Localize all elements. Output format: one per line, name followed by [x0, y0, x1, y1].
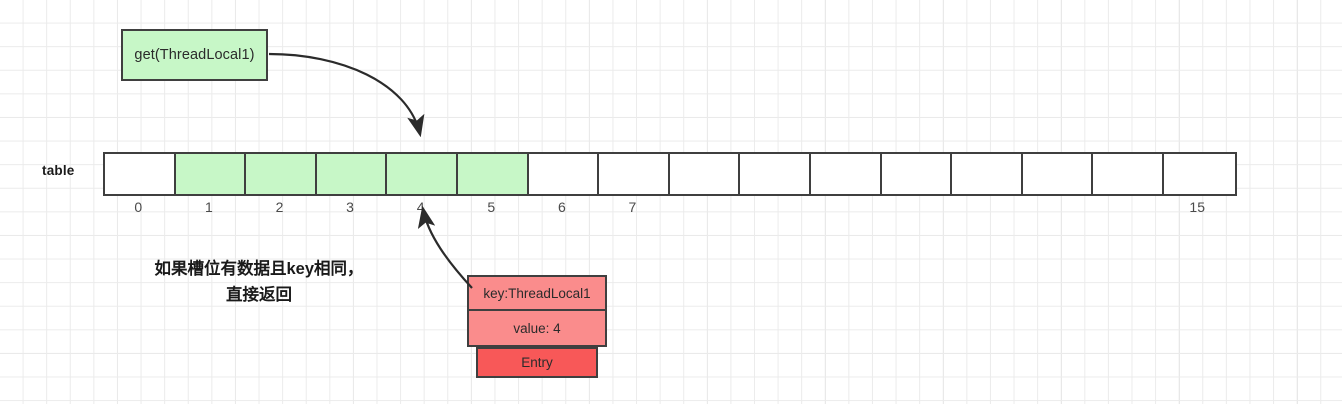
table-cell[interactable]	[457, 154, 529, 194]
entry-stack: key:ThreadLocal1 value: 4 Entry	[467, 275, 607, 378]
table-index-label: 0	[134, 199, 143, 215]
table-cell[interactable]	[316, 154, 388, 194]
table-index-label	[809, 199, 880, 219]
table-index-row: 0 1 2 3 4 5 6 7 15	[103, 199, 1233, 219]
entry-title-label: Entry	[521, 355, 553, 370]
annotation-line-1: 如果槽位有数据且key相同，	[154, 260, 364, 278]
arrow-call-to-slot	[268, 52, 425, 138]
table-index-label	[738, 199, 809, 219]
table-cell[interactable]	[740, 154, 811, 194]
table-cell[interactable]	[175, 154, 247, 194]
table-cell[interactable]	[952, 154, 1023, 194]
table-cell[interactable]	[599, 154, 670, 194]
table-index-label	[950, 199, 1021, 219]
annotation-line-2: 直接返回	[226, 286, 292, 304]
table-index-label: 1	[204, 199, 213, 215]
table-index-label: 15	[1189, 199, 1205, 215]
table-cell[interactable]	[1093, 154, 1164, 194]
table-index-label	[880, 199, 951, 219]
table-index-label	[1021, 199, 1092, 219]
table-strip	[103, 152, 1237, 196]
table-index-label: 7	[628, 199, 637, 215]
entry-value-label: value: 4	[513, 320, 561, 336]
entry-key-label: key:ThreadLocal1	[483, 285, 591, 301]
get-call-label: get(ThreadLocal1)	[134, 47, 255, 63]
table-cell[interactable]	[387, 154, 458, 194]
table-label: table	[42, 163, 75, 178]
table-index-label	[668, 199, 739, 219]
table-index-label: 3	[346, 199, 354, 215]
table-cell[interactable]	[810, 154, 882, 194]
table-index-label	[1091, 199, 1162, 219]
table-index-label: 6	[557, 199, 566, 215]
table-cell[interactable]	[1022, 154, 1094, 194]
annotation-text: 如果槽位有数据且key相同， 直接返回	[114, 256, 404, 308]
table-cell[interactable]	[1163, 154, 1235, 194]
table-cell[interactable]	[528, 154, 600, 194]
table-cell[interactable]	[881, 154, 953, 194]
entry-value-field: value: 4	[467, 311, 607, 347]
table-index-label: 4	[416, 199, 425, 215]
table-cell[interactable]	[246, 154, 317, 194]
entry-key-field: key:ThreadLocal1	[467, 275, 607, 311]
entry-title-box: Entry	[476, 347, 598, 378]
table-index-label: 5	[487, 199, 496, 215]
table-cell[interactable]	[669, 154, 741, 194]
arrow-entry-to-slot	[417, 205, 473, 289]
get-call-box[interactable]: get(ThreadLocal1)	[121, 29, 268, 81]
table-index-label: 2	[275, 199, 284, 215]
table-cell[interactable]	[105, 154, 176, 194]
